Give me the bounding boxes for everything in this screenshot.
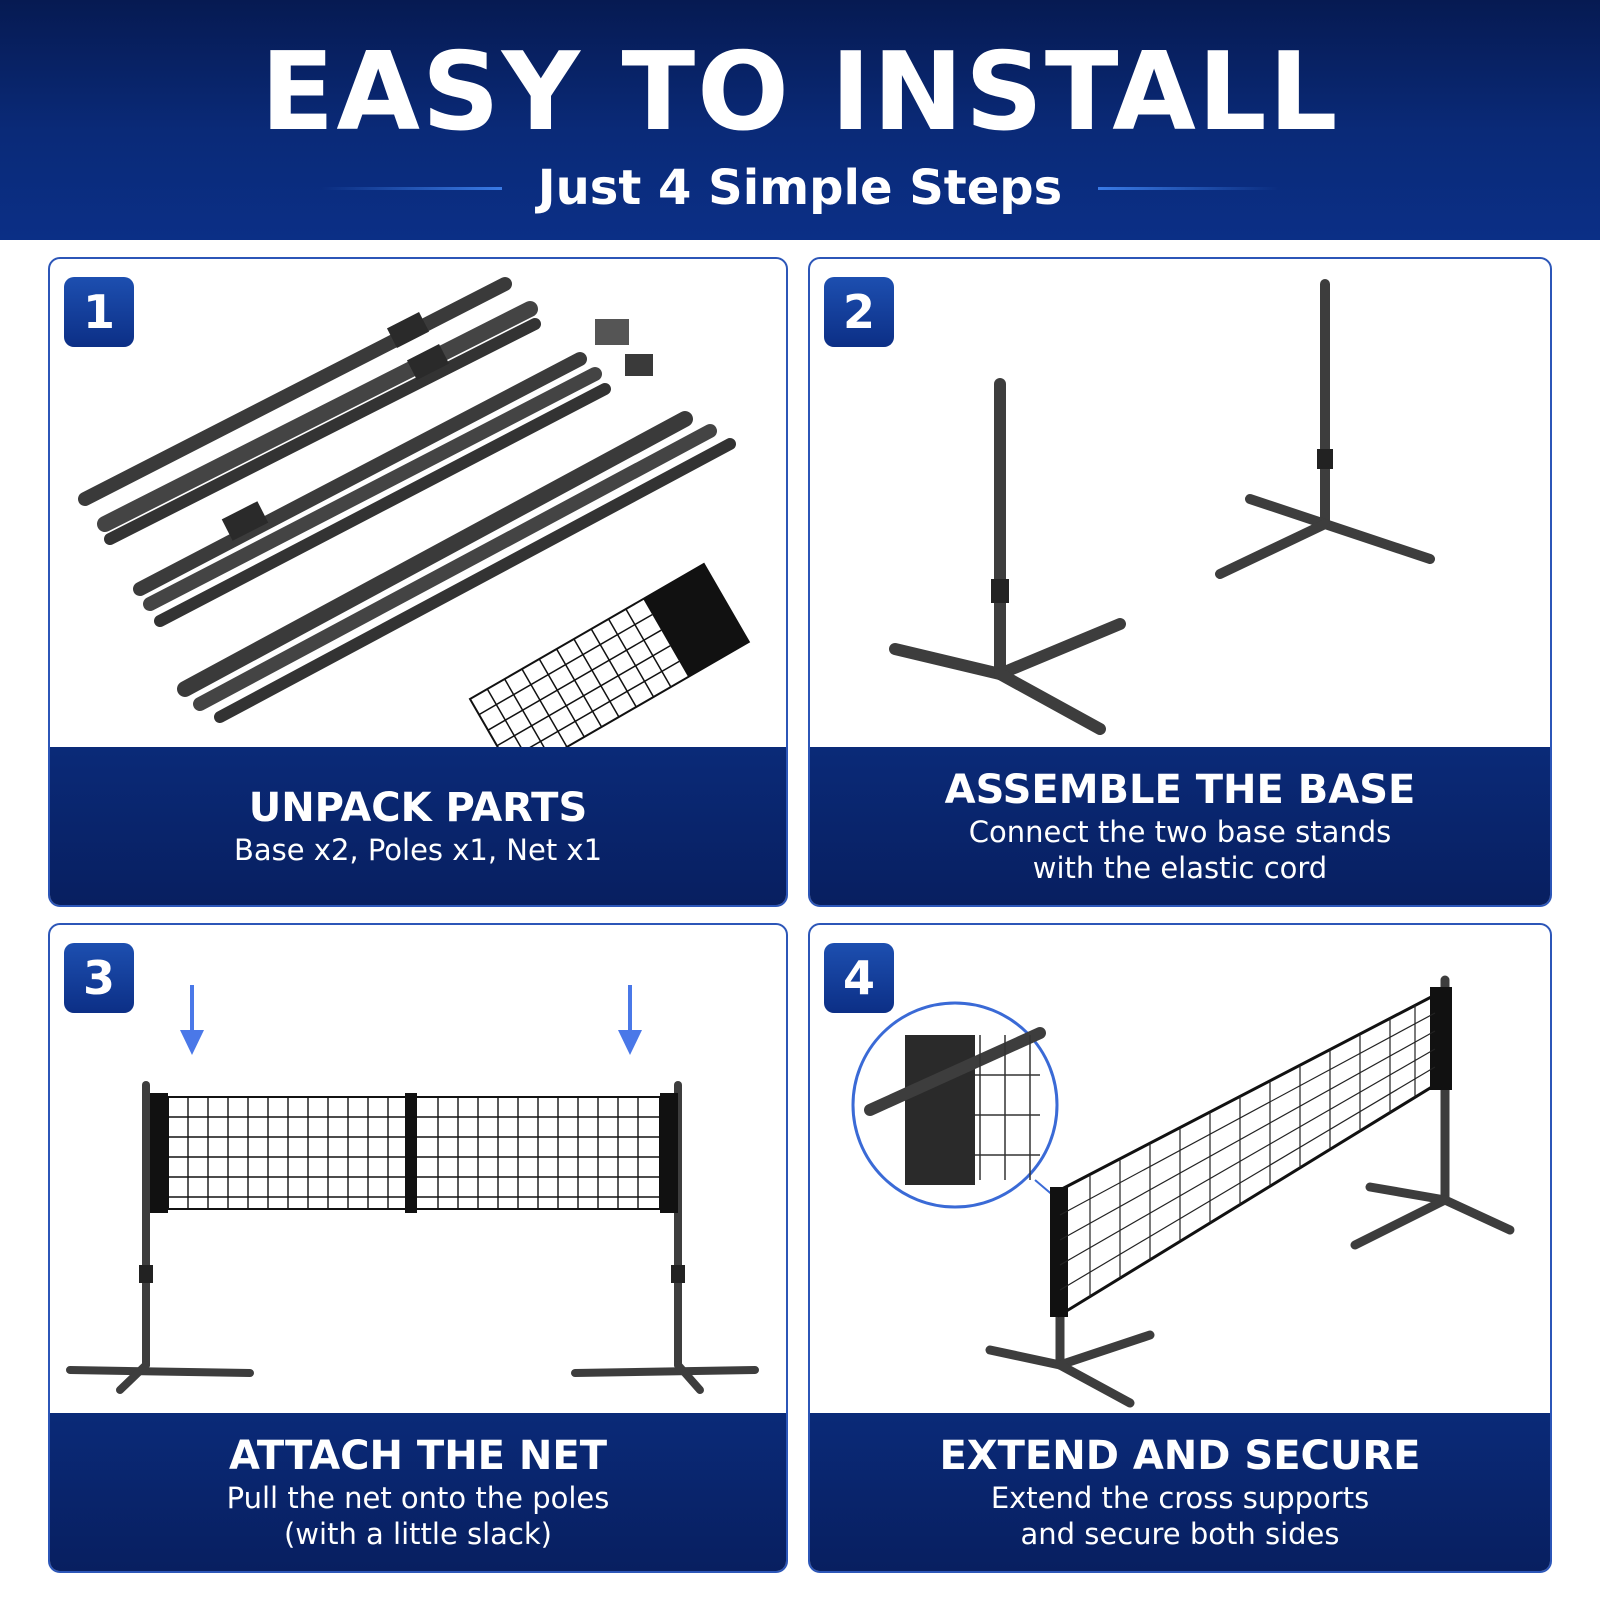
- step-description-line: Extend the cross supports: [990, 1481, 1370, 1515]
- step-number-badge: 4: [824, 943, 894, 1013]
- step-caption: EXTEND AND SECURE Extend the cross suppo…: [810, 1413, 1550, 1571]
- decorative-line-right: [1098, 186, 1279, 190]
- step-title: ASSEMBLE THE BASE: [944, 767, 1416, 813]
- secured-net-illustration: [851, 975, 1515, 1408]
- step-title: EXTEND AND SECURE: [939, 1433, 1421, 1479]
- step-description-line: and secure both sides: [1020, 1517, 1340, 1551]
- subtitle-row: Just 4 Simple Steps: [0, 158, 1600, 218]
- step-panel-4: 4 EXTEND AND SECURE Extend the cross sup…: [808, 923, 1552, 1573]
- header-banner: EASY TO INSTALL Just 4 Simple Steps: [0, 0, 1600, 240]
- step-title: ATTACH THE NET: [228, 1433, 608, 1479]
- base-stands-illustration: [889, 279, 1435, 735]
- step-panel-3: 3 ATTACH THE NET Pull the net onto the p…: [48, 923, 788, 1573]
- step-caption: UNPACK PARTS Base x2, Poles x1, Net x1: [50, 747, 786, 905]
- step-number-badge: 2: [824, 277, 894, 347]
- step-description-line: (with a little slack): [283, 1517, 552, 1551]
- step-panel-1: 1 UNPACK PARTS Base x2, Poles x1, Net x1: [48, 257, 788, 907]
- step-caption: ATTACH THE NET Pull the net onto the pol…: [50, 1413, 786, 1571]
- page-title: EASY TO INSTALL: [260, 30, 1340, 155]
- step-description-line: Base x2, Poles x1, Net x1: [233, 833, 603, 867]
- step-caption: ASSEMBLE THE BASE Connect the two base s…: [810, 747, 1550, 905]
- net-on-poles-illustration: [66, 985, 759, 1394]
- step-number-badge: 3: [64, 943, 134, 1013]
- step-description-line: Connect the two base stands: [968, 815, 1392, 849]
- step-description-line: with the elastic cord: [1032, 851, 1328, 885]
- page-subtitle: Just 4 Simple Steps: [537, 160, 1063, 216]
- step-panel-2: 2 ASSEMBLE THE BASE Connect the two base…: [808, 257, 1552, 907]
- step-description-line: Pull the net onto the poles: [226, 1481, 610, 1515]
- step-number-badge: 1: [64, 277, 134, 347]
- decorative-line-left: [321, 186, 502, 190]
- step-title: UNPACK PARTS: [248, 785, 588, 831]
- unpacked-parts-illustration: [78, 277, 751, 759]
